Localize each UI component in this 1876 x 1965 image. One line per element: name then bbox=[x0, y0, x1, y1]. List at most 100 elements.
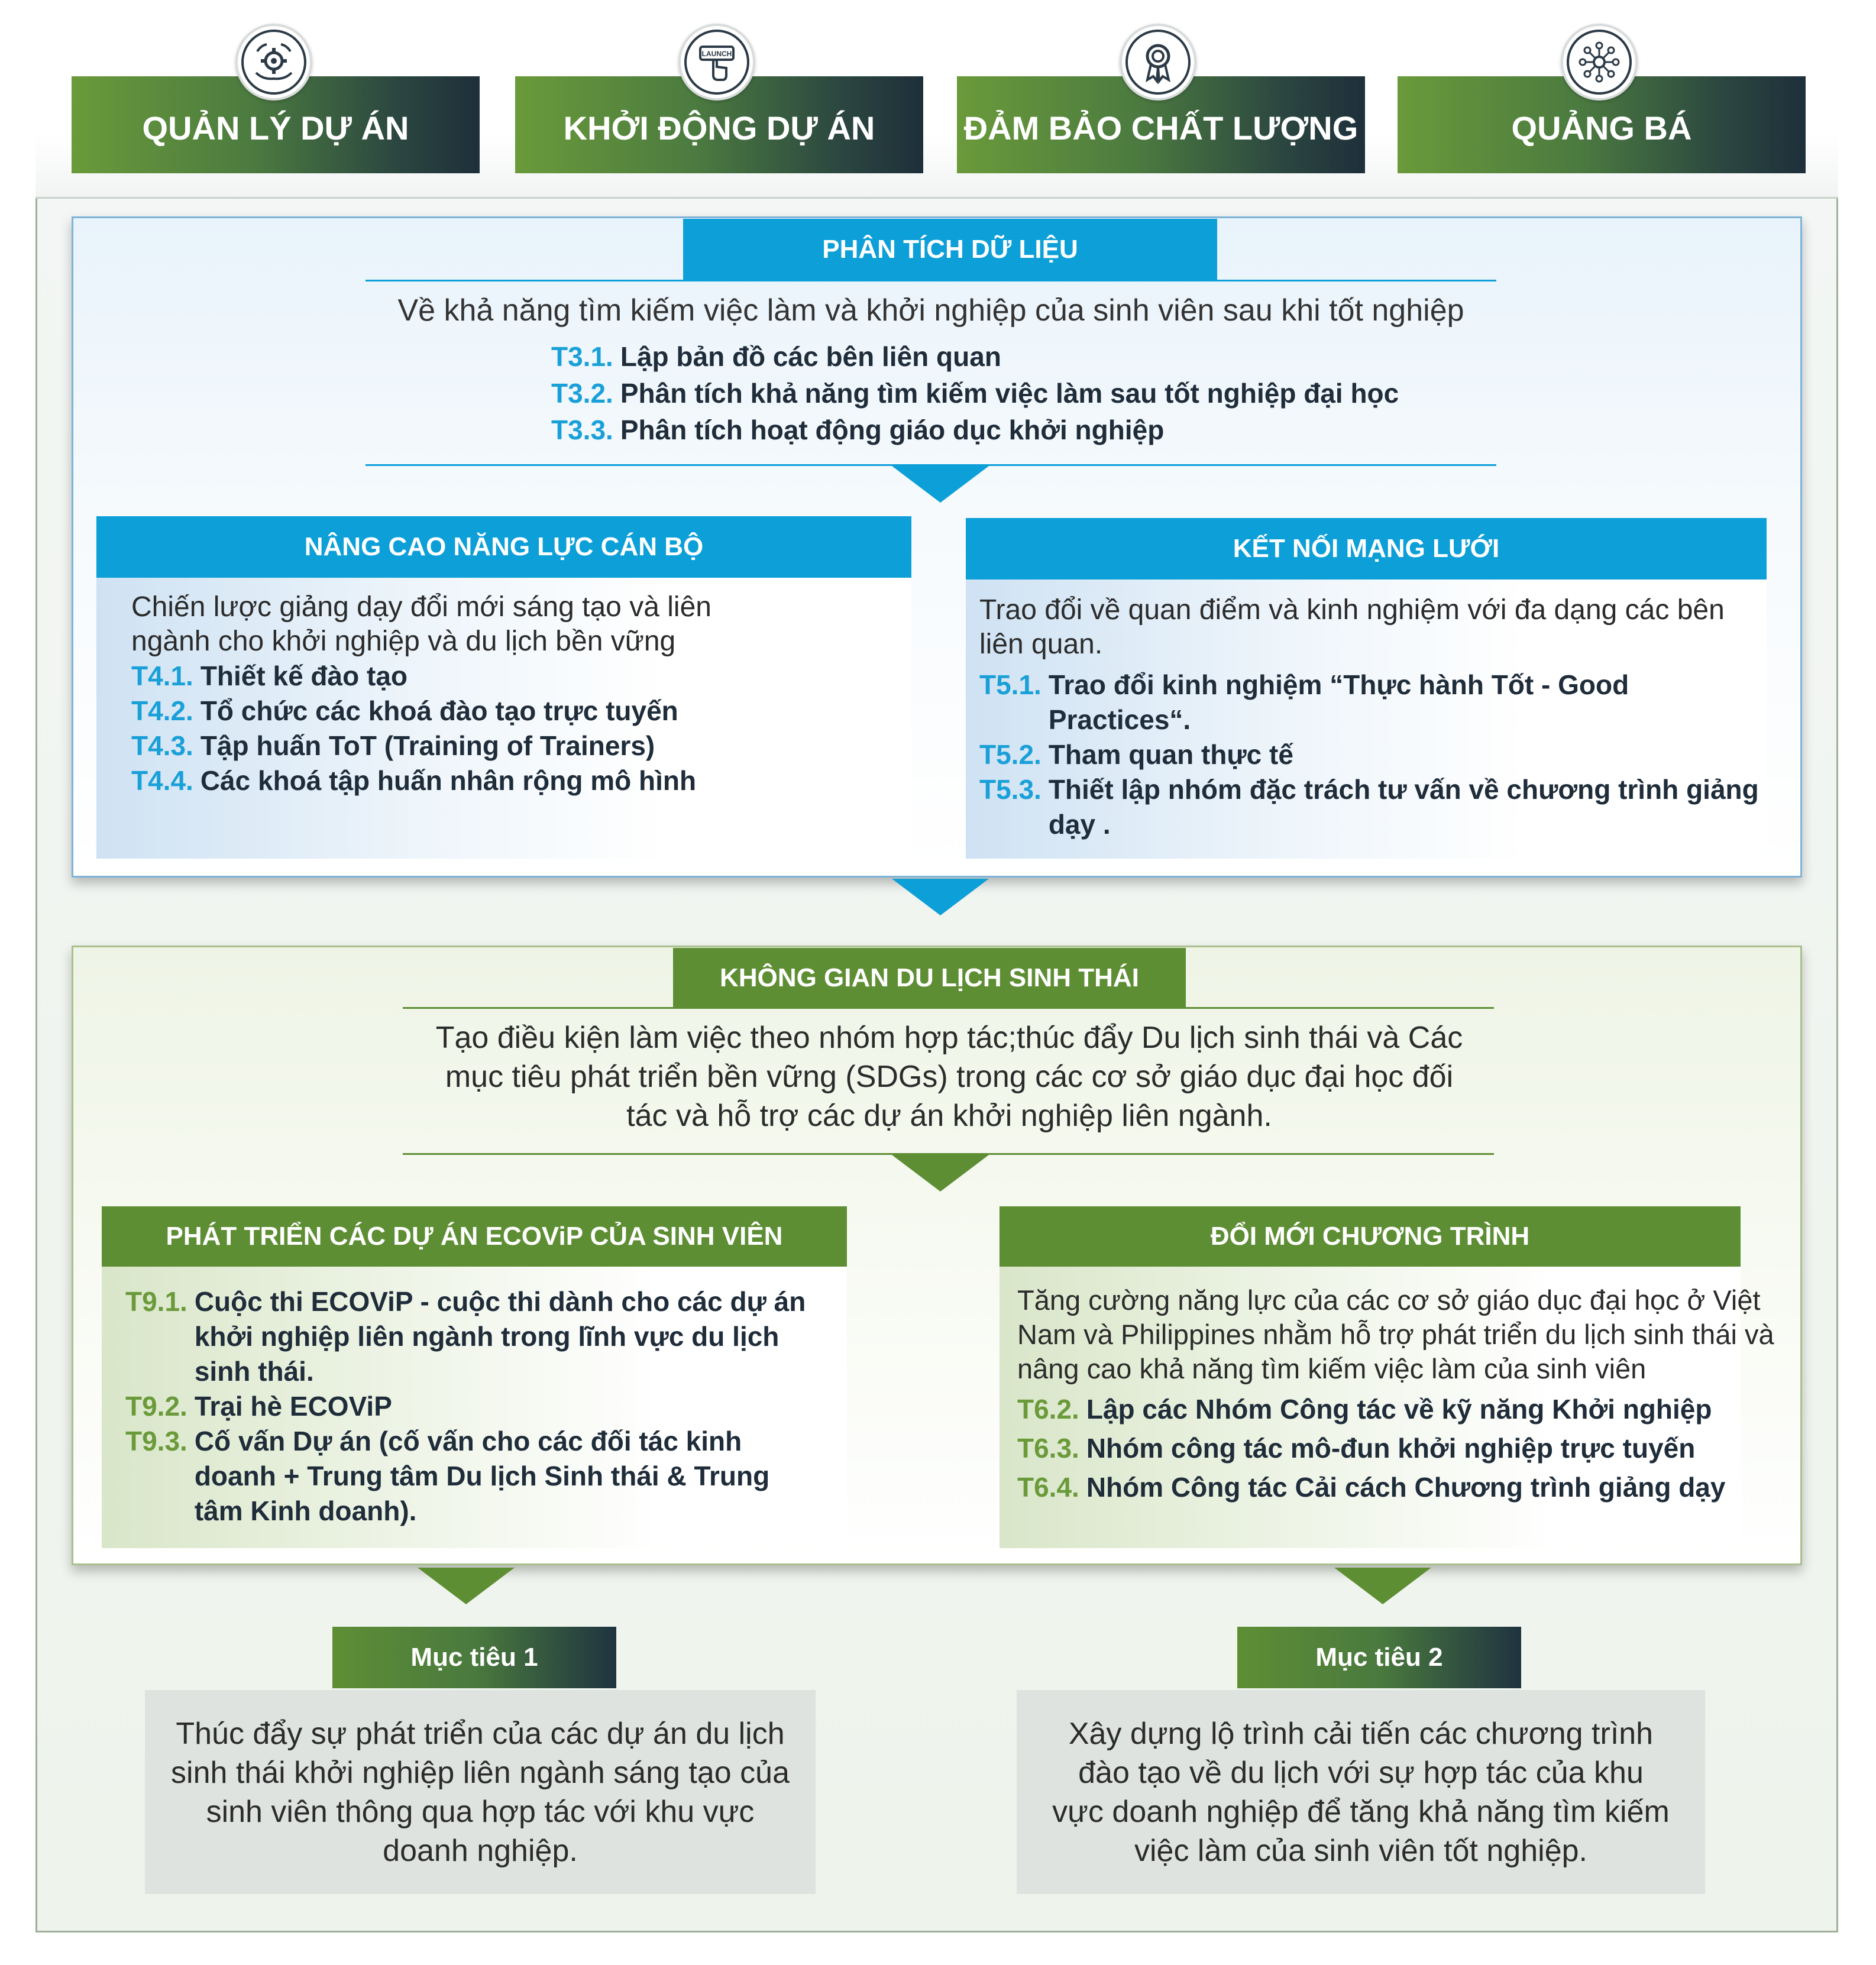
item-text: Lập bản đồ các bên liên quan bbox=[620, 341, 1001, 372]
divider-line bbox=[403, 1153, 1494, 1155]
network-intro: Trao đổi về quan điểm và kinh nghiệm với… bbox=[979, 594, 1725, 660]
item-text: Trao đổi kinh nghiệm “Thực hành Tốt - Go… bbox=[1048, 669, 1629, 735]
goal-title-text: Mục tiêu 2 bbox=[1315, 1643, 1443, 1672]
network-title: KẾT NỐI MẠNG LƯỚI bbox=[966, 518, 1767, 580]
capacity-box bbox=[96, 577, 911, 859]
divider-line bbox=[366, 280, 1496, 281]
goal-2-title: Mục tiêu 2 bbox=[1237, 1627, 1521, 1688]
list-item: T3.2. Phân tích khả năng tìm kiếm việc l… bbox=[551, 376, 1497, 411]
ecovip-box bbox=[102, 1266, 847, 1548]
network-box bbox=[966, 580, 1767, 859]
item-text: Tập huấn ToT (Training of Trainers) bbox=[200, 730, 655, 761]
eco-space-title-text: KHÔNG GIAN DU LỊCH SINH THÁI bbox=[720, 963, 1139, 992]
list-item: T4.4. Các khoá tập huấn nhân rộng mô hìn… bbox=[131, 763, 782, 798]
arrow-down-icon bbox=[892, 466, 989, 503]
list-item: T5.2. Tham quan thực tế bbox=[979, 737, 1760, 772]
item-code: T6.3. bbox=[1017, 1433, 1079, 1464]
capacity-title-text: NÂNG CAO NĂNG LỰC CÁN BỘ bbox=[304, 532, 704, 561]
network-content: Trao đổi về quan điểm và kinh nghiệm với… bbox=[979, 593, 1760, 842]
item-code: T4.1. bbox=[131, 661, 193, 691]
list-item: T3.3. Phân tích hoạt động giáo dục khởi … bbox=[551, 413, 1497, 448]
svg-text:LAUNCH: LAUNCH bbox=[702, 50, 732, 58]
goal-1-title: Mục tiêu 1 bbox=[332, 1627, 616, 1688]
item-code: T9.2. bbox=[125, 1391, 187, 1422]
curriculum-intro: Tăng cường năng lực của các cơ sở giáo d… bbox=[1017, 1284, 1774, 1384]
arrow-down-icon bbox=[1334, 1568, 1431, 1604]
award-ribbon-icon bbox=[1120, 24, 1196, 101]
list-item: T6.3. Nhóm công tác mô-đun khởi nghiệp t… bbox=[1017, 1429, 1786, 1468]
eco-space-subtitle: Tạo điều kiện làm việc theo nhóm hợp tác… bbox=[435, 1021, 1463, 1133]
tab-label: ĐẢM BẢO CHẤT LƯỢNG bbox=[963, 109, 1359, 147]
item-text: Trại hè ECOViP bbox=[194, 1391, 392, 1422]
data-analysis-list: T3.1. Lập bản đồ các bên liên quan T3.2.… bbox=[551, 339, 1497, 448]
list-item: T3.1. Lập bản đồ các bên liên quan bbox=[551, 339, 1497, 374]
item-text: Phân tích hoạt động giáo dục khởi nghiệp bbox=[620, 415, 1165, 445]
list-item: T9.2. Trại hè ECOViP bbox=[125, 1389, 823, 1424]
arrow-down-icon bbox=[892, 879, 989, 915]
item-code: T3.2. bbox=[551, 378, 613, 409]
item-code: T4.2. bbox=[131, 695, 193, 726]
gear-hands-icon bbox=[235, 24, 312, 101]
list-item: T5.3. Thiết lập nhóm đặc trách tư vấn về… bbox=[979, 772, 1760, 842]
item-code: T4.3. bbox=[131, 730, 193, 761]
item-text: Các khoá tập huấn nhân rộng mô hình bbox=[200, 765, 697, 796]
eco-space-title: KHÔNG GIAN DU LỊCH SINH THÁI bbox=[673, 948, 1186, 1008]
divider-line bbox=[403, 1007, 1494, 1009]
item-code: T4.4. bbox=[131, 765, 193, 796]
item-text: Cuộc thi ECOViP - cuộc thi dành cho các … bbox=[194, 1286, 806, 1387]
item-text: Thiết lập nhóm đặc trách tư vấn về chươn… bbox=[1048, 774, 1759, 840]
divider-line bbox=[366, 464, 1496, 466]
data-analysis-title: PHÂN TÍCH DỮ LIỆU bbox=[683, 219, 1217, 280]
arrow-down-icon bbox=[418, 1568, 515, 1604]
item-code: T3.1. bbox=[551, 341, 613, 372]
item-code: T5.2. bbox=[979, 739, 1041, 770]
tab-quality-assurance: ĐẢM BẢO CHẤT LƯỢNG bbox=[957, 76, 1365, 173]
network-title-text: KẾT NỐI MẠNG LƯỚI bbox=[1233, 534, 1500, 563]
item-text: Phân tích khả năng tìm kiếm việc làm sau… bbox=[620, 378, 1399, 409]
list-item: T9.1. Cuộc thi ECOViP - cuộc thi dành ch… bbox=[125, 1284, 823, 1389]
data-analysis-title-text: PHÂN TÍCH DỮ LIỆU bbox=[822, 235, 1078, 264]
capacity-intro: Chiến lược giảng dạy đổi mới sáng tạo và… bbox=[131, 591, 711, 657]
tab-label: QUẢNG BÁ bbox=[1511, 109, 1692, 147]
capacity-title: NÂNG CAO NĂNG LỰC CÁN BỘ bbox=[96, 516, 911, 578]
ecovip-title: PHÁT TRIỂN CÁC DỰ ÁN ECOViP CỦA SINH VIÊ… bbox=[102, 1206, 847, 1267]
list-item: T5.1. Trao đổi kinh nghiệm “Thực hành Tố… bbox=[979, 668, 1760, 737]
goal-2-text: Xây dựng lộ trình cải tiến các chương tr… bbox=[1052, 1716, 1670, 1868]
item-code: T5.1. bbox=[979, 669, 1041, 700]
list-item: T9.3. Cố vấn Dự án (cố vấn cho các đối t… bbox=[125, 1424, 823, 1529]
curriculum-content: Tăng cường năng lực của các cơ sở giáo d… bbox=[1017, 1283, 1786, 1507]
item-text: Tham quan thực tế bbox=[1048, 739, 1293, 770]
item-text: Lập các Nhóm Công tác về kỹ năng Khởi ng… bbox=[1086, 1394, 1712, 1425]
ecovip-content: T9.1. Cuộc thi ECOViP - cuộc thi dành ch… bbox=[125, 1284, 823, 1529]
launch-icon: LAUNCH bbox=[678, 24, 755, 101]
item-text: Thiết kế đào tạo bbox=[200, 661, 407, 691]
item-text: Cố vấn Dự án (cố vấn cho các đối tác kin… bbox=[194, 1426, 770, 1526]
item-text: Nhóm công tác mô-đun khởi nghiệp trực tu… bbox=[1086, 1433, 1696, 1464]
item-text: Nhóm Công tác Cải cách Chương trình giản… bbox=[1086, 1472, 1726, 1503]
item-code: T3.3. bbox=[551, 415, 613, 445]
arrow-down-icon bbox=[892, 1155, 989, 1192]
tab-label: QUẢN LÝ DỰ ÁN bbox=[142, 109, 409, 147]
list-item: T6.4. Nhóm Công tác Cải cách Chương trìn… bbox=[1017, 1468, 1786, 1507]
list-item: T4.1. Thiết kế đào tạo bbox=[131, 659, 782, 694]
goal-1-box: Thúc đẩy sự phát triển của các dự án du … bbox=[145, 1690, 816, 1894]
goal-title-text: Mục tiêu 1 bbox=[410, 1643, 538, 1672]
network-icon bbox=[1561, 24, 1638, 101]
list-item: T6.2. Lập các Nhóm Công tác về kỹ năng K… bbox=[1017, 1390, 1786, 1429]
curriculum-title-text: ĐỔI MỚI CHƯƠNG TRÌNH bbox=[1210, 1222, 1530, 1251]
item-code: T9.1. bbox=[125, 1286, 187, 1317]
item-code: T6.2. bbox=[1017, 1394, 1079, 1425]
curriculum-box bbox=[1000, 1266, 1741, 1548]
goal-2-box: Xây dựng lộ trình cải tiến các chương tr… bbox=[1017, 1690, 1705, 1894]
list-item: T4.3. Tập huấn ToT (Training of Trainers… bbox=[131, 729, 782, 763]
item-code: T5.3. bbox=[979, 774, 1041, 805]
capacity-content: Chiến lược giảng dạy đổi mới sáng tạo và… bbox=[131, 590, 782, 798]
tab-label: KHỞI ĐỘNG DỰ ÁN bbox=[563, 109, 875, 147]
item-code: T6.4. bbox=[1017, 1472, 1079, 1503]
curriculum-title: ĐỔI MỚI CHƯƠNG TRÌNH bbox=[1000, 1206, 1741, 1267]
goal-1-text: Thúc đẩy sự phát triển của các dự án du … bbox=[171, 1716, 790, 1868]
ecovip-title-text: PHÁT TRIỂN CÁC DỰ ÁN ECOViP CỦA SINH VIÊ… bbox=[166, 1222, 783, 1251]
list-item: T4.2. Tổ chức các khoá đào tạo trực tuyế… bbox=[131, 694, 782, 729]
item-text: Tổ chức các khoá đào tạo trực tuyến bbox=[200, 695, 678, 726]
data-analysis-subtitle: Về khả năng tìm kiếm việc làm và khởi ng… bbox=[397, 293, 1464, 328]
